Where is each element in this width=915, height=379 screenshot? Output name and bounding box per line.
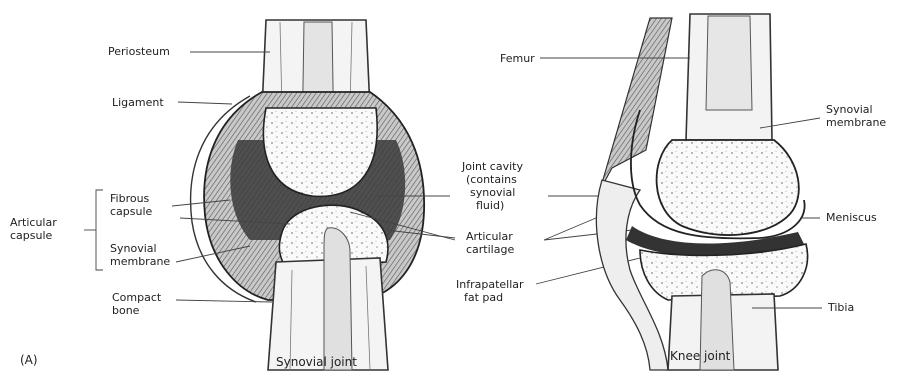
label-knee-synovial-membrane-line1: Synovial xyxy=(826,103,873,116)
label-infrapatellar-line1: Infrapatellar xyxy=(456,278,524,291)
label-joint-cavity-line4: fluid) xyxy=(476,199,504,212)
label-articular-cartilage-line2: cartilage xyxy=(466,243,514,256)
label-articular-cartilage-line1: Articular xyxy=(466,230,513,243)
knee-joint-drawing xyxy=(596,14,807,370)
label-infrapatellar-line2: fat pad xyxy=(464,291,503,304)
label-synovial-membrane-line2: membrane xyxy=(110,255,170,268)
label-synovial-membrane-line1: Synovial xyxy=(110,242,157,255)
label-articular-capsule-line2: capsule xyxy=(10,229,52,242)
label-fibrous-capsule-line2: capsule xyxy=(110,205,152,218)
label-articular-capsule-line1: Articular xyxy=(10,216,57,229)
caption-synovial-joint: Synovial joint xyxy=(276,356,357,369)
femoral-condyle xyxy=(657,140,799,235)
label-joint-cavity-line3: synovial xyxy=(470,186,515,199)
label-meniscus: Meniscus xyxy=(826,211,877,224)
label-joint-cavity-line2: (contains xyxy=(466,173,517,186)
label-joint-cavity-line1: Joint cavity xyxy=(462,160,523,173)
label-knee-synovial-membrane-line2: membrane xyxy=(826,116,886,129)
panel-tag: (A) xyxy=(20,354,38,367)
label-ligament: Ligament xyxy=(112,96,164,109)
caption-knee-joint: Knee joint xyxy=(670,350,730,363)
label-compact-bone-line2: bone xyxy=(112,304,139,317)
label-periosteum: Periosteum xyxy=(108,45,170,58)
lower-medullary-cavity xyxy=(324,228,352,370)
label-compact-bone-line1: Compact xyxy=(112,291,161,304)
label-femur: Femur xyxy=(500,52,535,65)
label-fibrous-capsule-line1: Fibrous xyxy=(110,192,149,205)
synovial-joint-drawing xyxy=(191,20,425,370)
femur-medullary xyxy=(706,16,752,110)
label-tibia: Tibia xyxy=(828,301,854,314)
